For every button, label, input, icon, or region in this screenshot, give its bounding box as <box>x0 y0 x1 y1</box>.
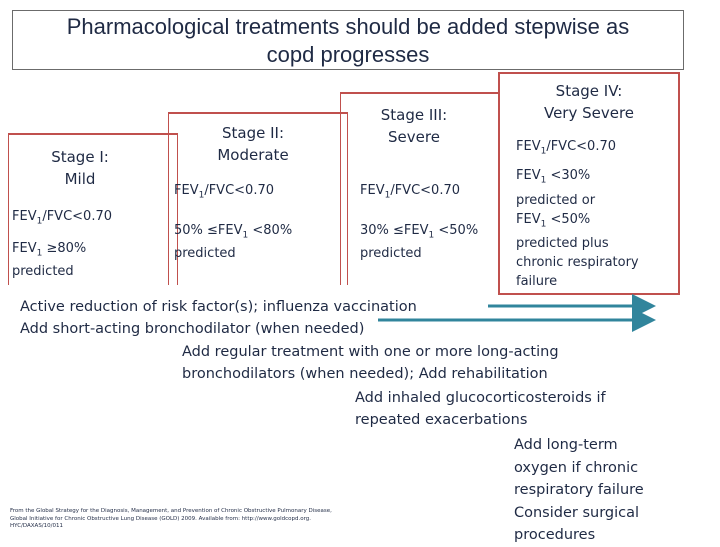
stage-4-box <box>498 72 680 295</box>
title-line-2: copd progresses <box>266 42 430 67</box>
stage-4-name: Stage IV: Very Severe <box>543 82 635 122</box>
stage-3-ratio: FEV1/FVC<0.70 <box>360 183 460 201</box>
treatment-3: Add regular treatment with one or more l… <box>182 344 559 382</box>
stage-3-fev1: 30% ≤FEV1 <50%predicted <box>360 223 479 261</box>
stage-1-ratio: FEV1/FVC<0.70 <box>12 209 112 227</box>
stage-1-name: Stage I: Mild <box>51 148 109 188</box>
stage-2-fev1: 50% ≤FEV1 <80%predicted <box>174 223 293 261</box>
treatment-4: Add inhaled glucocorticosteroids if repe… <box>355 390 606 428</box>
stage-4-criteria: FEV1 <30% predicted or FEV1 <50% predict… <box>516 168 639 290</box>
stage-3-name: Stage III: Severe <box>380 106 448 146</box>
treatment-2: Add short-acting bronchodilator (when ne… <box>20 321 365 337</box>
stage-2-name: Stage II: Moderate <box>217 124 289 164</box>
stage-2-box <box>168 112 348 285</box>
title-line-1: Pharmacological treatments should be add… <box>66 14 630 39</box>
treatment-1: Active reduction of risk factor(s); infl… <box>20 299 417 315</box>
stage-2-ratio: FEV1/FVC<0.70 <box>174 183 274 201</box>
citation: From the Global Strategy for the Diagnos… <box>10 508 332 529</box>
stage-1-box <box>8 133 178 285</box>
stage-4-ratio: FEV1/FVC<0.70 <box>516 139 616 157</box>
treatment-5: Add long-term oxygen if chronic respirat… <box>514 437 644 543</box>
stage-1-fev1: FEV1 ≥80%predicted <box>12 241 87 279</box>
title-box: Pharmacological treatments should be add… <box>12 10 684 70</box>
stage-3-box <box>340 92 510 285</box>
